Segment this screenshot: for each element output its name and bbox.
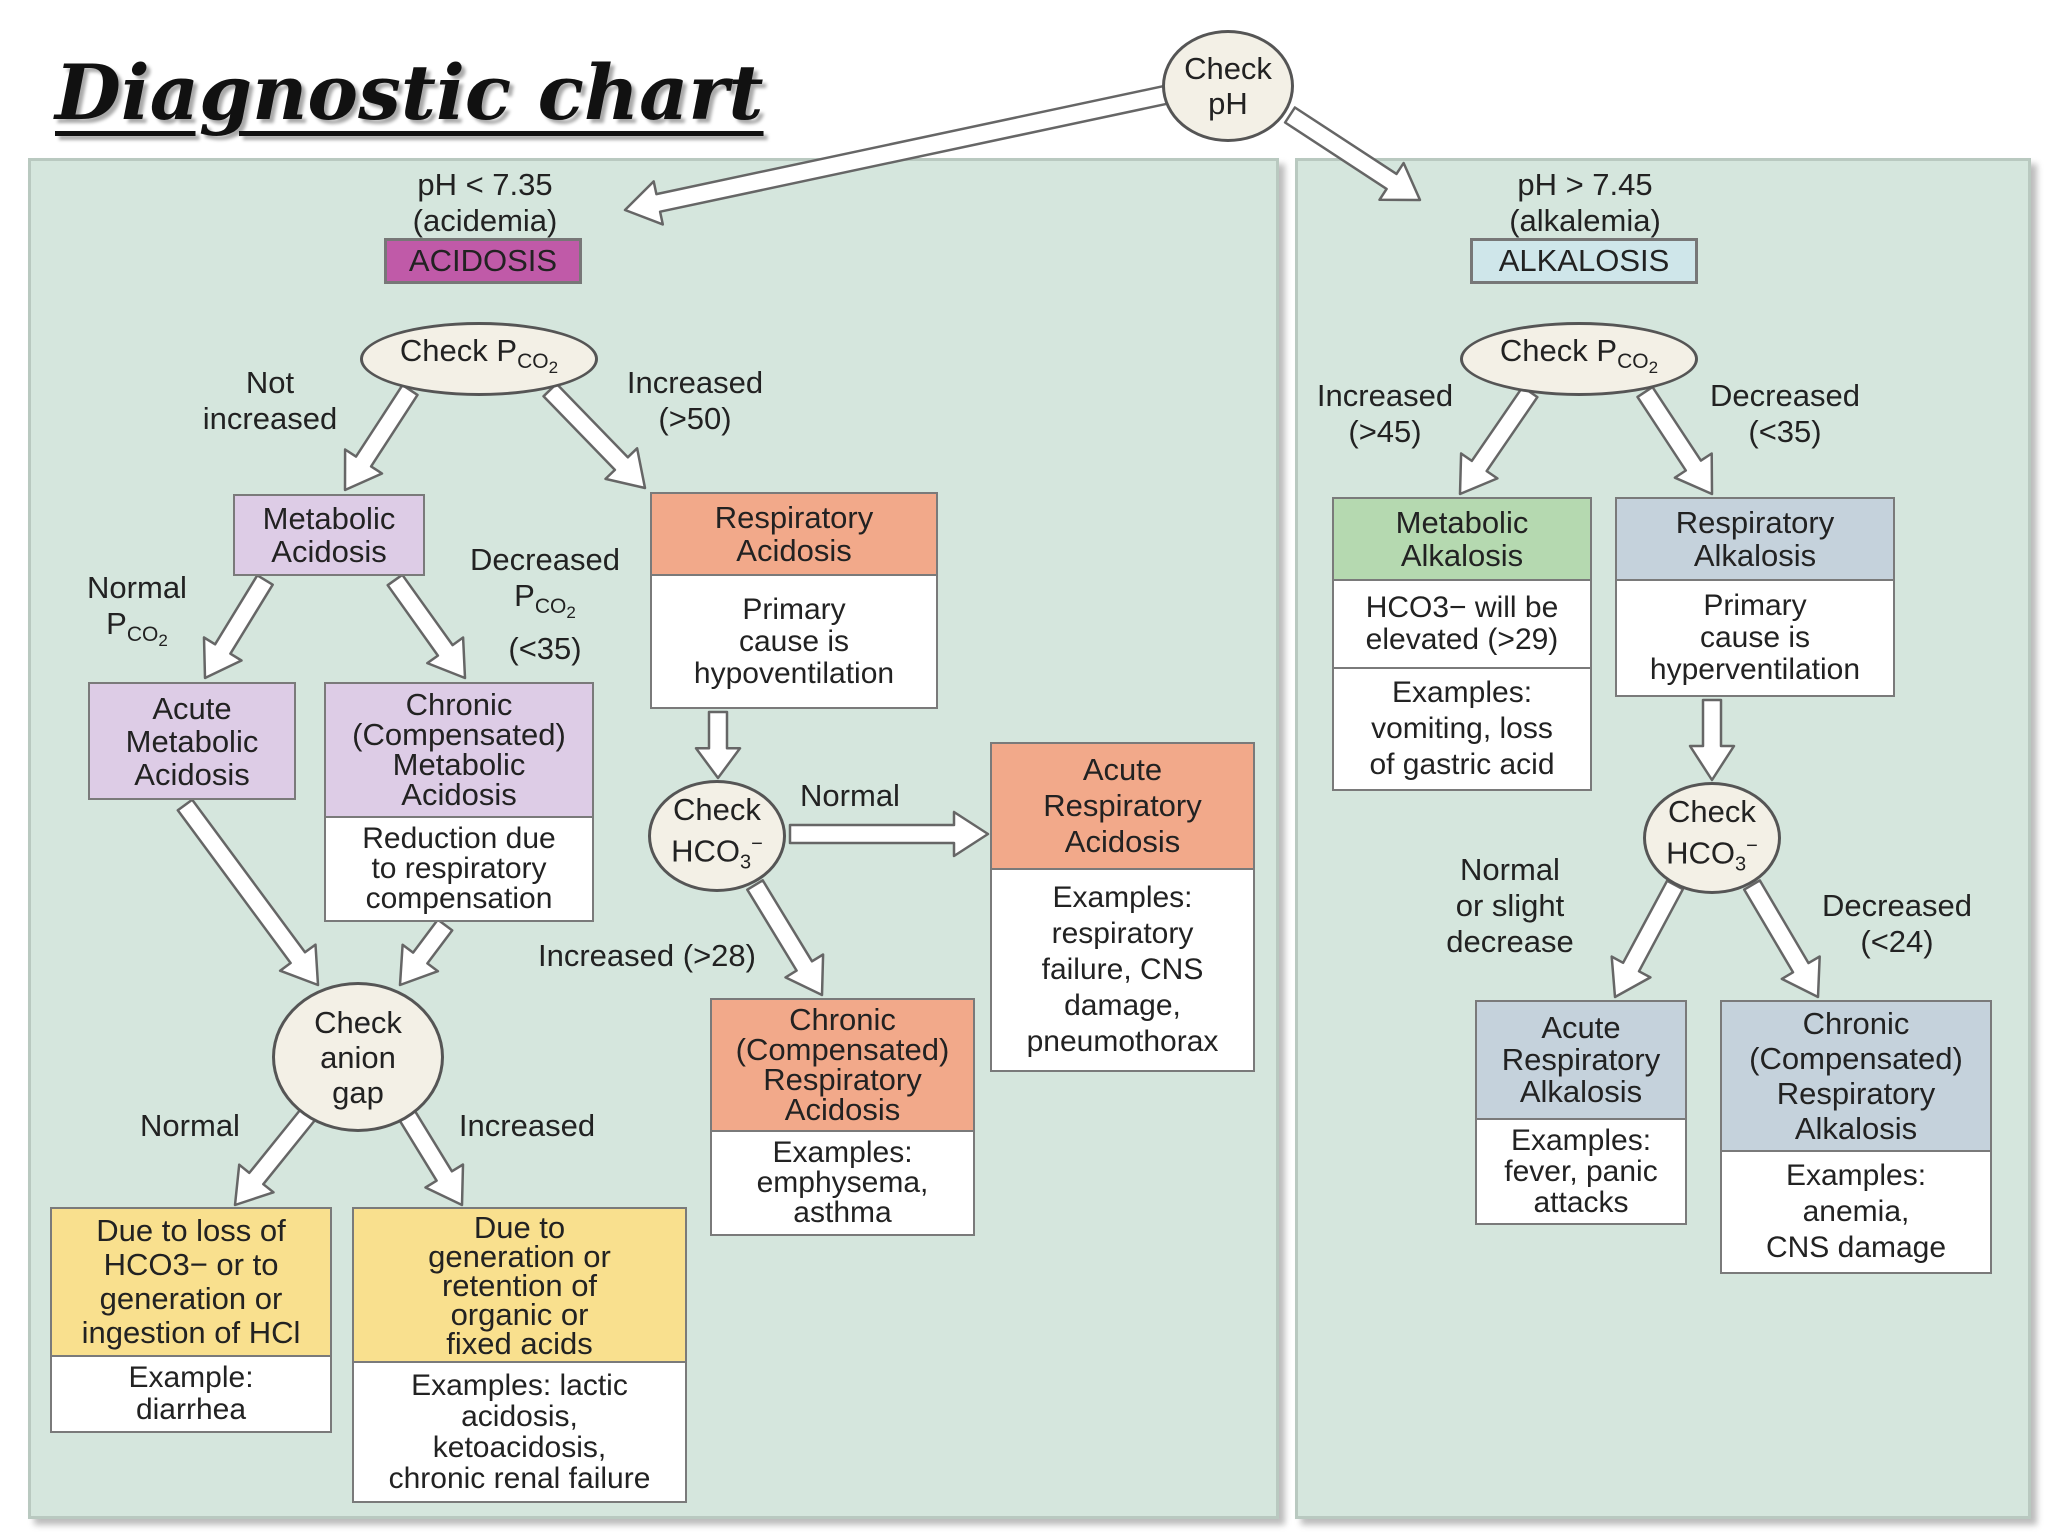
arrow-ph-to-alkalosis <box>1283 106 1422 202</box>
check-pco2-left-node: Check PCO2 <box>360 322 598 396</box>
metabolic-alkalosis-mid: HCO3− will be elevated (>29) <box>1365 591 1559 656</box>
loss-hco3-title: Due to loss of HCO3− or to generation or… <box>52 1209 330 1357</box>
alkalosis-tag: ALKALOSIS <box>1470 238 1698 284</box>
decreased-35-label: Decreased (<35) <box>1710 378 1860 449</box>
respiratory-acidosis-body: Primary cause is hypoventilation <box>693 592 895 690</box>
arrow-pco2-to-respiratory <box>542 382 647 490</box>
arrow-chronic-to-gap <box>398 918 454 987</box>
metabolic-alkalosis-title: Metabolic Alkalosis <box>1334 499 1590 581</box>
arrow-gap-to-organic <box>396 1106 465 1207</box>
arrow-pco2r-to-respiratory <box>1636 385 1714 496</box>
arrow-metabolic-to-chronic <box>386 573 467 680</box>
metabolic-alkalosis-box: Metabolic Alkalosis HCO3− will be elevat… <box>1332 497 1592 791</box>
respiratory-alkalosis-box: Respiratory Alkalosis Primary cause is h… <box>1615 497 1895 697</box>
arrow-gap-to-loss <box>233 1105 319 1207</box>
arrow-pco2-to-metabolic <box>343 383 419 492</box>
acute-metabolic-acidosis-box: Acute Metabolic Acidosis <box>88 682 296 800</box>
chronic-metabolic-acidosis-body: Reduction due to respiratory compensatio… <box>362 822 556 915</box>
arrow-pco2r-to-metabolic <box>1458 385 1539 496</box>
increased-45-label: Increased (>45) <box>1316 378 1454 449</box>
chronic-respiratory-alkalosis-title: Chronic (Compensated) Respiratory Alkalo… <box>1722 1002 1990 1152</box>
acute-respiratory-alkalosis-body: Examples: fever, panic attacks <box>1504 1124 1658 1219</box>
chronic-metabolic-acidosis-title: Chronic (Compensated) Metabolic Acidosis <box>326 684 592 818</box>
chronic-respiratory-acidosis-box: Chronic (Compensated) Respiratory Acidos… <box>710 998 975 1236</box>
metabolic-acidosis-box: Metabolic Acidosis <box>233 494 425 576</box>
acute-respiratory-acidosis-title: Acute Respiratory Acidosis <box>992 744 1253 870</box>
check-pco2-right-label: Check PCO2 <box>1499 332 1659 378</box>
loss-hco3-body: Example: diarrhea <box>128 1361 254 1426</box>
acute-respiratory-acidosis-box: Acute Respiratory Acidosis Examples: res… <box>990 742 1255 1072</box>
respiratory-alkalosis-body: Primary cause is hyperventilation <box>1649 589 1861 686</box>
organic-acids-title: Due to generation or retention of organi… <box>354 1209 685 1363</box>
arrow-respalk-to-hco3 <box>1688 698 1736 782</box>
increased-50-label: Increased (>50) <box>626 365 764 436</box>
increased-28-label: Increased (>28) <box>538 938 756 973</box>
normal-hco3-label: Normal <box>800 778 900 813</box>
acidemia-header: pH < 7.35 (acidemia) <box>412 167 558 238</box>
chronic-respiratory-acidosis-title: Chronic (Compensated) Respiratory Acidos… <box>712 1000 973 1132</box>
check-pco2-right-node: Check PCO2 <box>1460 322 1698 396</box>
page-title: Diagnostic chart <box>55 48 764 137</box>
respiratory-alkalosis-title: Respiratory Alkalosis <box>1617 499 1893 581</box>
not-increased-label: Not increased <box>202 365 338 436</box>
normal-slight-label: Normal or slight decrease <box>1446 852 1574 959</box>
chronic-respiratory-alkalosis-body: Examples: anemia, CNS damage <box>1765 1159 1947 1264</box>
arrow-hco3-to-chronic-resp <box>746 879 825 997</box>
check-anion-gap-node: Check anion gap <box>272 982 444 1132</box>
chronic-respiratory-acidosis-body: Examples: emphysema, asthma <box>756 1136 929 1229</box>
normal-gap-label: Normal <box>140 1108 240 1143</box>
arrow-acute-to-gap <box>176 798 320 987</box>
acute-respiratory-alkalosis-title: Acute Respiratory Alkalosis <box>1477 1002 1685 1120</box>
respiratory-acidosis-box: Respiratory Acidosis Primary cause is hy… <box>650 492 938 709</box>
arrow-hco3-to-acute-resp <box>788 810 990 858</box>
check-ph-label: Check pH <box>1184 51 1272 121</box>
check-pco2-left-label: Check PCO2 <box>399 332 559 378</box>
check-ph-node: Check pH <box>1162 30 1294 142</box>
arrow-ph-to-acidosis <box>623 84 1169 226</box>
increased-gap-label: Increased <box>458 1108 596 1143</box>
chronic-respiratory-alkalosis-box: Chronic (Compensated) Respiratory Alkalo… <box>1720 1000 1992 1274</box>
acidosis-tag: ACIDOSIS <box>384 238 582 284</box>
arrow-hco3r-to-acute <box>1610 879 1685 999</box>
arrow-metabolic-to-acute <box>202 574 274 680</box>
organic-acids-body: Examples: lactic acidosis, ketoacidosis,… <box>388 1369 651 1495</box>
respiratory-acidosis-title: Respiratory Acidosis <box>652 494 936 576</box>
loss-hco3-box: Due to loss of HCO3− or to generation or… <box>50 1207 332 1433</box>
arrow-hco3r-to-chronic <box>1742 879 1821 999</box>
acute-respiratory-alkalosis-box: Acute Respiratory Alkalosis Examples: fe… <box>1475 1000 1687 1225</box>
acute-respiratory-acidosis-body: Examples: respiratory failure, CNS damag… <box>1026 881 1219 1058</box>
chronic-metabolic-acidosis-box: Chronic (Compensated) Metabolic Acidosis… <box>324 682 594 922</box>
decreased-24-label: Decreased (<24) <box>1822 888 1972 959</box>
alkalemia-header: pH > 7.45 (alkalemia) <box>1509 167 1661 238</box>
metabolic-alkalosis-body: Examples: vomiting, loss of gastric acid <box>1334 667 1590 789</box>
arrow-resp-to-hco3 <box>694 710 742 780</box>
organic-acids-box: Due to generation or retention of organi… <box>352 1207 687 1503</box>
